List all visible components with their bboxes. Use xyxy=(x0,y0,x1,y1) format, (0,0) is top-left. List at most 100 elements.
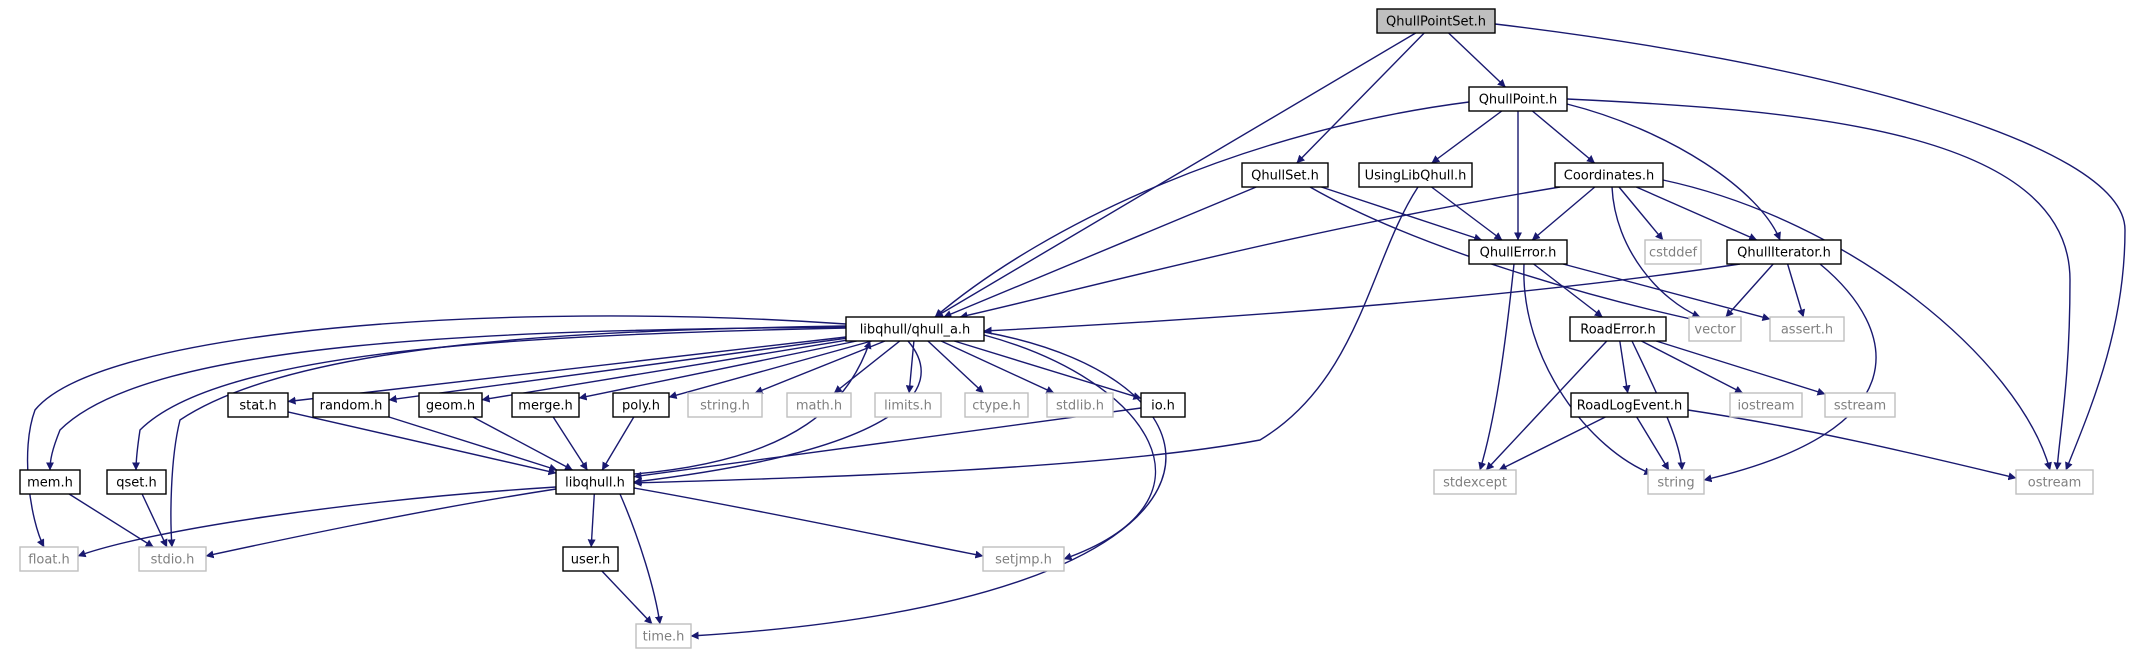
node-libqhull[interactable]: libqhull.h xyxy=(555,469,635,495)
edge-Coordinates-to-QhullError xyxy=(1531,186,1596,241)
edge-libqhull-to-float xyxy=(77,486,557,558)
node-stdlib: stdlib.h xyxy=(1046,392,1114,418)
node-label: setjmp.h xyxy=(995,553,1052,568)
node-merge[interactable]: merge.h xyxy=(511,392,580,418)
edge-QhullPoint-to-qhull_a xyxy=(934,101,1470,318)
edge-stat-to-libqhull xyxy=(287,411,557,476)
edges xyxy=(26,23,2126,640)
node-float: float.h xyxy=(19,546,79,572)
node-QhullPointSet[interactable]: QhullPointSet.h xyxy=(1376,8,1496,34)
edge-io-to-libqhull xyxy=(633,407,1142,480)
node-RoadError[interactable]: RoadError.h xyxy=(1569,316,1667,342)
node-label: QhullError.h xyxy=(1480,246,1557,261)
edge-qhull_a-to-ctype xyxy=(927,340,985,394)
node-box xyxy=(1729,392,1803,418)
node-box xyxy=(1358,162,1473,188)
edge-qhull_a-to-time xyxy=(690,331,1167,640)
node-RoadLogEvent[interactable]: RoadLogEvent.h xyxy=(1570,392,1689,418)
node-random[interactable]: random.h xyxy=(312,392,390,418)
node-label: stat.h xyxy=(239,399,276,414)
edge-QhullIterator-to-qhull_a xyxy=(983,263,1741,335)
edge-qhull_a-to-stdlib xyxy=(940,340,1055,394)
edge-QhullPointSet-to-QhullPoint xyxy=(1448,32,1506,88)
edge-qhull_a-to-geom xyxy=(481,339,847,403)
edge-qhull_a-to-qset xyxy=(132,327,847,471)
edge-QhullSet-to-QhullError xyxy=(1321,186,1483,242)
node-label: math.h xyxy=(796,399,842,414)
edge-qhull_a-to-random xyxy=(388,337,847,403)
node-label: sstream xyxy=(1834,399,1886,414)
edge-mem-to-stdio xyxy=(68,493,154,548)
node-qhull_a[interactable]: libqhull/qhull_a.h xyxy=(845,316,985,342)
node-label: QhullPointSet.h xyxy=(1386,15,1486,30)
edge-RoadError-to-RoadLogEvent xyxy=(1619,340,1631,394)
node-box xyxy=(1241,162,1329,188)
node-stat[interactable]: stat.h xyxy=(227,392,289,418)
node-box xyxy=(2015,469,2094,495)
node-label: string xyxy=(1657,476,1694,491)
node-box xyxy=(106,469,167,495)
edge-qhull_a-to-mem xyxy=(46,326,847,471)
edge-qhull_a-to-string_h xyxy=(754,340,886,394)
edge-qhull_a-to-io xyxy=(953,340,1142,400)
node-box xyxy=(1140,392,1186,418)
edge-QhullPointSet-to-qhull_a xyxy=(934,32,1417,318)
edge-qhull_a-to-merge xyxy=(578,340,857,401)
node-label: qset.h xyxy=(116,476,157,491)
node-mem[interactable]: mem.h xyxy=(19,469,81,495)
node-label: UsingLibQhull.h xyxy=(1365,169,1467,184)
node-box xyxy=(982,546,1065,572)
edge-QhullError-to-stdexcept xyxy=(1478,263,1515,471)
node-label: QhullSet.h xyxy=(1251,169,1319,184)
node-box xyxy=(1468,86,1568,112)
edge-UsingLibQhull-to-QhullError xyxy=(1431,186,1503,241)
edge-qhull_a-to-stat xyxy=(287,336,847,405)
edge-libqhull-to-time xyxy=(619,493,663,625)
node-box xyxy=(786,392,852,418)
node-QhullError[interactable]: QhullError.h xyxy=(1468,239,1568,265)
node-label: string.h xyxy=(700,399,750,414)
node-poly[interactable]: poly.h xyxy=(612,392,670,418)
node-QhullIterator[interactable]: QhullIterator.h xyxy=(1726,239,1842,265)
edge-QhullIterator-to-string xyxy=(1703,263,1877,483)
node-time: time.h xyxy=(635,623,692,649)
node-label: merge.h xyxy=(518,399,572,414)
node-label: random.h xyxy=(320,399,383,414)
node-label: stdlib.h xyxy=(1056,399,1104,414)
node-setjmp: setjmp.h xyxy=(982,546,1065,572)
edge-qhull_a-to-stdio xyxy=(167,325,847,548)
edge-QhullPoint-to-UsingLibQhull xyxy=(1431,110,1503,164)
node-qset[interactable]: qset.h xyxy=(106,469,167,495)
edge-QhullSet-to-qhull_a xyxy=(943,186,1257,318)
node-UsingLibQhull[interactable]: UsingLibQhull.h xyxy=(1358,162,1473,188)
node-label: ostream xyxy=(2028,476,2082,491)
node-box xyxy=(555,469,635,495)
node-box xyxy=(1726,239,1842,265)
edge-qhull_a-to-poly xyxy=(668,340,872,400)
edge-RoadLogEvent-to-string xyxy=(1636,416,1670,471)
edge-qset-to-stdio xyxy=(141,493,168,548)
node-user[interactable]: user.h xyxy=(562,546,619,572)
edge-geom-to-libqhull xyxy=(472,416,573,471)
node-string_h: string.h xyxy=(687,392,763,418)
node-box xyxy=(1376,8,1496,34)
node-box xyxy=(874,392,942,418)
node-io[interactable]: io.h xyxy=(1140,392,1186,418)
edge-UsingLibQhull-to-libqhull xyxy=(633,186,1419,487)
edge-RoadLogEvent-to-ostream xyxy=(1687,409,2017,481)
node-label: float.h xyxy=(28,553,70,568)
edge-RoadError-to-iostream xyxy=(1641,340,1743,394)
node-QhullPoint[interactable]: QhullPoint.h xyxy=(1468,86,1568,112)
node-box xyxy=(1688,316,1742,342)
node-box xyxy=(1570,392,1689,418)
node-box xyxy=(964,392,1029,418)
edge-user-to-time xyxy=(601,570,653,625)
edge-QhullPoint-to-Coordinates xyxy=(1531,110,1596,164)
node-ostream: ostream xyxy=(2015,469,2094,495)
node-Coordinates[interactable]: Coordinates.h xyxy=(1554,162,1664,188)
node-geom[interactable]: geom.h xyxy=(418,392,483,418)
node-label: QhullIterator.h xyxy=(1737,246,1831,261)
node-QhullSet[interactable]: QhullSet.h xyxy=(1241,162,1329,188)
